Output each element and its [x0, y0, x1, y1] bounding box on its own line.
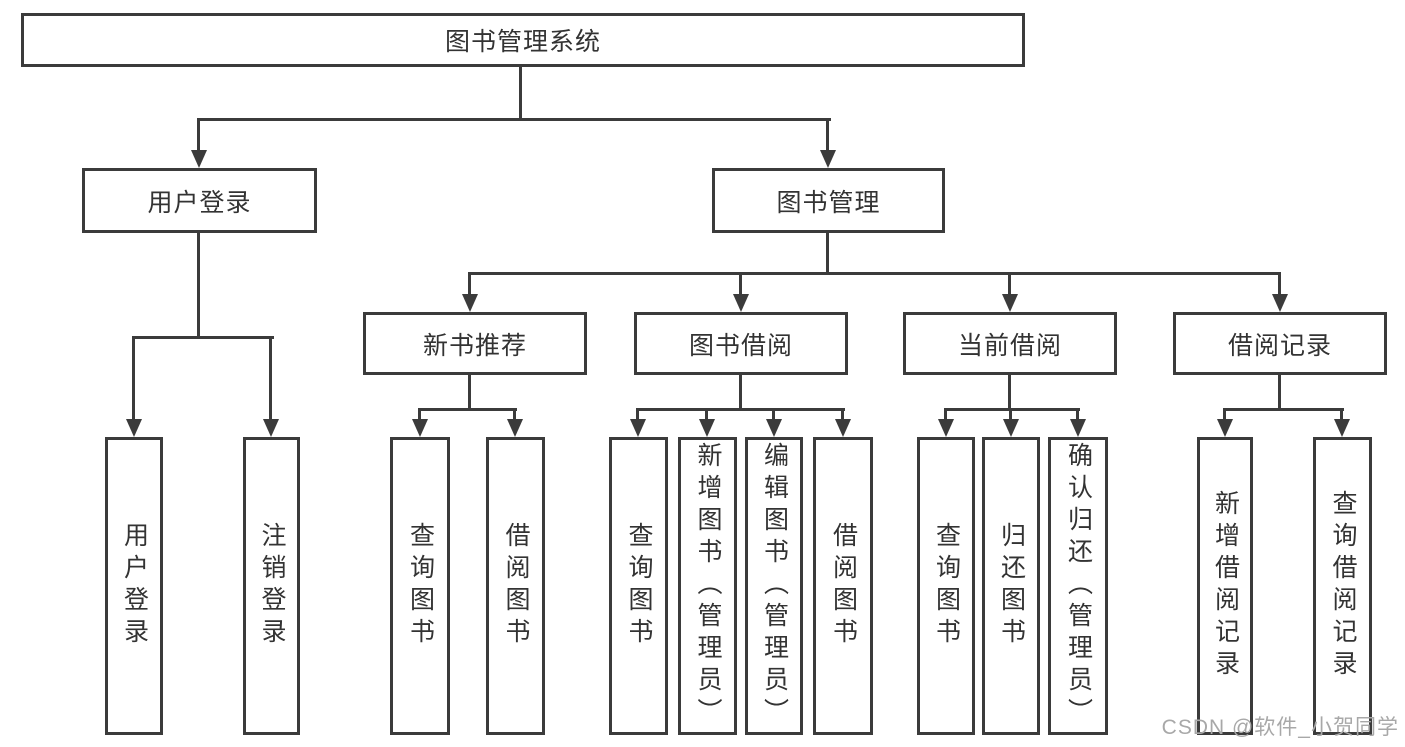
- arrow-down-icon: [191, 150, 207, 168]
- node-new-book-recommendation: 新书推荐: [363, 312, 587, 375]
- leaf-query-books-borrowing: 查询图书: [609, 437, 668, 735]
- connector-records-bar: [1223, 408, 1344, 411]
- connector-drop: [636, 408, 639, 419]
- node-book-management: 图书管理: [712, 168, 945, 233]
- connector-drop: [944, 408, 947, 419]
- connector-level2-bar: [197, 118, 831, 121]
- connector-user-login-bar: [132, 336, 274, 339]
- connector-drop: [772, 408, 775, 419]
- leaf-query-borrow-record: 查询借阅记录: [1313, 437, 1372, 735]
- connector-drop: [1076, 408, 1079, 419]
- leaf-borrow-books-recommend: 借阅图书: [486, 437, 545, 735]
- arrow-down-icon: [699, 419, 715, 437]
- connector-to-leaf-user-login: [132, 336, 135, 419]
- leaf-confirm-return-admin: 确认归还（管理员）: [1048, 437, 1108, 735]
- node-book-borrowing: 图书借阅: [634, 312, 848, 375]
- connector-to-leaf-logout: [269, 336, 272, 419]
- connector-user-login-stub: [197, 233, 200, 339]
- arrow-down-icon: [1272, 294, 1288, 312]
- arrow-down-icon: [1003, 419, 1019, 437]
- arrow-down-icon: [766, 419, 782, 437]
- connector-current-stub: [1008, 375, 1011, 408]
- arrow-down-icon: [263, 419, 279, 437]
- leaf-edit-books-admin: 编辑图书（管理员）: [745, 437, 803, 735]
- arrow-down-icon: [820, 150, 836, 168]
- leaf-return-books: 归还图书: [982, 437, 1040, 735]
- node-current-borrowing: 当前借阅: [903, 312, 1117, 375]
- arrow-down-icon: [630, 419, 646, 437]
- arrow-down-icon: [733, 294, 749, 312]
- arrow-down-icon: [938, 419, 954, 437]
- leaf-borrow-books: 借阅图书: [813, 437, 873, 735]
- leaf-query-books-recommend: 查询图书: [390, 437, 450, 735]
- node-root-library-system: 图书管理系统: [21, 13, 1025, 67]
- leaf-user-login: 用户登录: [105, 437, 163, 735]
- connector-drop: [418, 408, 421, 419]
- arrow-down-icon: [1334, 419, 1350, 437]
- arrow-down-icon: [126, 419, 142, 437]
- connector-current-bar: [944, 408, 1080, 411]
- connector-drop: [1223, 408, 1226, 419]
- connector-to-borrowing: [739, 272, 742, 294]
- connector-level3-bar: [468, 272, 1281, 275]
- connector-to-book-management: [826, 118, 829, 150]
- connector-drop: [841, 408, 844, 419]
- leaf-add-borrow-record: 新增借阅记录: [1197, 437, 1253, 735]
- connector-root-stub: [519, 67, 522, 120]
- connector-drop: [705, 408, 708, 419]
- connector-borrowing-bar: [636, 408, 845, 411]
- connector-records-stub: [1278, 375, 1281, 408]
- connector-recommend-stub: [468, 375, 471, 408]
- arrow-down-icon: [835, 419, 851, 437]
- arrow-down-icon: [507, 419, 523, 437]
- arrow-down-icon: [1217, 419, 1233, 437]
- leaf-add-books-admin: 新增图书（管理员）: [678, 437, 737, 735]
- arrow-down-icon: [462, 294, 478, 312]
- connector-recommend-bar: [418, 408, 517, 411]
- connector-to-records: [1278, 272, 1281, 294]
- connector-to-recommend: [468, 272, 471, 294]
- leaf-query-books-current: 查询图书: [917, 437, 975, 735]
- connector-to-current: [1008, 272, 1011, 294]
- node-user-login: 用户登录: [82, 168, 317, 233]
- connector-drop: [513, 408, 516, 419]
- connector-to-user-login: [197, 118, 200, 150]
- connector-borrowing-stub: [739, 375, 742, 408]
- csdn-watermark: CSDN @软件_小贺同学: [1161, 716, 1399, 739]
- arrow-down-icon: [412, 419, 428, 437]
- connector-drop: [1340, 408, 1343, 419]
- node-borrowing-records: 借阅记录: [1173, 312, 1387, 375]
- connector-drop: [1009, 408, 1012, 419]
- leaf-logout: 注销登录: [243, 437, 300, 735]
- arrow-down-icon: [1070, 419, 1086, 437]
- connector-book-mgmt-stub: [826, 233, 829, 275]
- arrow-down-icon: [1002, 294, 1018, 312]
